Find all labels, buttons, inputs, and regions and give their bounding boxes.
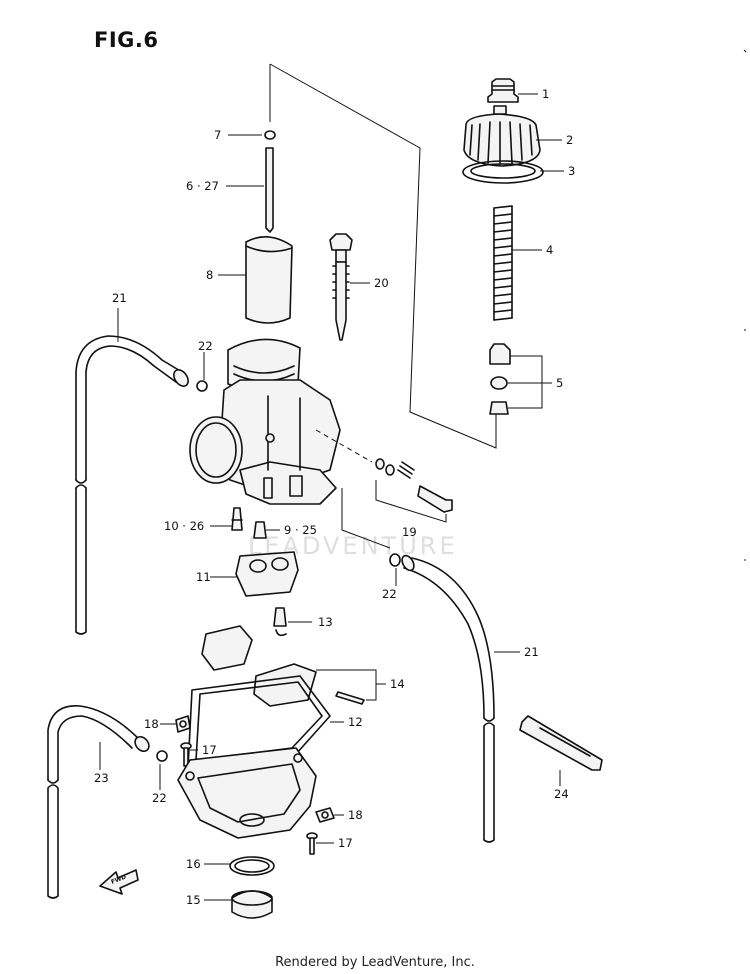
drain-plug-15[interactable] [231, 890, 273, 919]
callout-13: 13 [318, 615, 333, 629]
clip-7[interactable] [264, 130, 276, 140]
callout-4: 4 [546, 243, 553, 257]
callout-18-lower: 18 [348, 808, 363, 822]
callout-22-upper: 22 [198, 339, 213, 353]
screw-17-lower[interactable] [306, 832, 318, 855]
callout-7: 7 [214, 128, 221, 142]
callout-22-middle: 22 [382, 587, 397, 601]
callout-20: 20 [374, 276, 389, 290]
forward-arrow-icon: FWD [99, 869, 139, 895]
pilot-jet-9[interactable] [253, 521, 267, 539]
footer-credit: Rendered by LeadVenture, Inc. [275, 955, 475, 970]
overflow-hose-21-lower[interactable] [400, 554, 495, 843]
callout-labels: 1 2 3 4 5 7 6 · 27 8 20 21 22 10 · 26 9 … [94, 87, 575, 907]
callout-8: 8 [206, 268, 213, 282]
callout-17-lower: 17 [338, 836, 353, 850]
needle-holder-set-5[interactable] [489, 343, 511, 415]
float-chamber-body[interactable] [177, 747, 317, 839]
hose-holder-18-upper[interactable] [175, 715, 191, 733]
main-jet-10[interactable] [231, 507, 243, 531]
guide-line-airscrew [315, 429, 373, 463]
screw-17-upper[interactable] [180, 742, 192, 767]
hose-clamp-22-lower[interactable] [156, 750, 168, 762]
throttle-valve-8[interactable] [245, 236, 293, 324]
hose-clamp-22-upper[interactable] [196, 380, 208, 392]
callout-10-26: 10 · 26 [164, 519, 204, 533]
guide-line-cap [269, 63, 497, 449]
callout-19: 19 [402, 525, 417, 539]
callout-24: 24 [554, 787, 569, 801]
callout-17-upper: 17 [202, 743, 217, 757]
guide-line-clamp [341, 488, 391, 549]
float-11[interactable] [235, 551, 299, 597]
callout-21-upper: 21 [112, 291, 127, 305]
hose-clamp-22-middle[interactable] [389, 553, 401, 567]
callout-16: 16 [186, 857, 201, 871]
idle-screw-20[interactable] [329, 233, 353, 341]
hose-holder-18-lower[interactable] [315, 807, 335, 823]
callout-18-upper: 18 [144, 717, 159, 731]
callout-5: 5 [556, 376, 563, 390]
edge-marks [743, 49, 747, 561]
callout-12: 12 [348, 715, 363, 729]
callout-22-lower: 22 [152, 791, 167, 805]
needle-valve-13[interactable] [273, 607, 287, 637]
callout-15: 15 [186, 893, 201, 907]
figure-title: FIG.6 [94, 28, 159, 52]
leader-lines [99, 93, 564, 901]
callout-14: 14 [390, 677, 405, 691]
vent-hose-21-upper[interactable] [75, 335, 191, 635]
air-screw-set-19[interactable] [375, 458, 453, 523]
callout-9-25: 9 · 25 [284, 523, 317, 537]
carburetor-top-cap-2[interactable] [463, 105, 541, 167]
callout-23: 23 [94, 771, 109, 785]
float-set-14[interactable] [201, 625, 365, 707]
cap-gasket-3[interactable] [462, 160, 544, 184]
callout-3: 3 [568, 164, 575, 178]
bracket-24[interactable] [519, 715, 603, 771]
callout-21-lower: 21 [524, 645, 539, 659]
o-ring-16[interactable] [229, 856, 275, 876]
drain-hose-23[interactable] [47, 705, 152, 899]
callout-6-27: 6 · 27 [186, 179, 219, 193]
callout-1: 1 [542, 87, 549, 101]
carburetor-body[interactable] [189, 338, 341, 505]
callout-11: 11 [196, 570, 211, 584]
jet-needle-6[interactable] [265, 147, 274, 233]
throttle-valve-spring-4[interactable] [493, 205, 513, 321]
callout-2: 2 [566, 133, 573, 147]
cable-adjuster-1[interactable] [487, 78, 519, 103]
